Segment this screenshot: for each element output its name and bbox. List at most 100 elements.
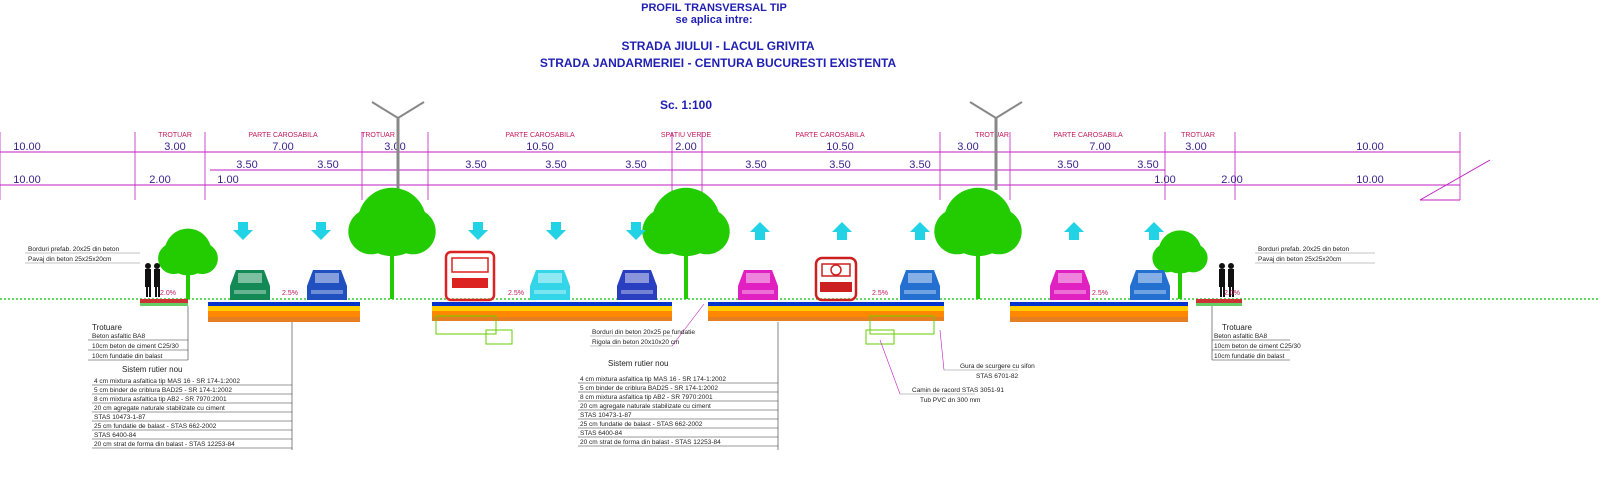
title-line-2: se aplica intre:	[675, 14, 752, 26]
segment-label-8: PARTE CAROSABILA	[1053, 132, 1123, 139]
side-note-left: Borduri prefab. 20x25 din beton Pavaj di…	[25, 246, 140, 264]
lane-arrow-down-2	[311, 222, 331, 240]
lane-arrow-up-10	[1144, 222, 1164, 240]
tree-left-big	[348, 187, 436, 299]
slope-label-2: 2.5%	[282, 290, 298, 297]
dim-row1-value-4: 3.00	[384, 141, 405, 153]
dim-row2-value-2: 3.50	[317, 159, 338, 171]
slope-label-1: 2.0%	[160, 290, 176, 297]
sistem-left-title: Sistem rutier nou	[122, 365, 182, 374]
direction-arrows	[233, 222, 1164, 240]
dim-row2-value-8: 3.50	[909, 159, 930, 171]
dim-row1-value-7: 10.50	[826, 141, 854, 153]
dim-row3-value-1: 10.00	[13, 174, 41, 186]
dim-row2-value-4: 3.50	[545, 159, 566, 171]
slope-label-6: 2.0%	[1224, 290, 1240, 297]
dim-row1-value-11: 10.00	[1356, 141, 1384, 153]
title-line-3: STRADA JIULUI - LACUL GRIVITA	[621, 39, 814, 53]
trotuare-right-row-2: 10cm beton de ciment C25/30	[1214, 343, 1301, 350]
dim-row3-value-6: 10.00	[1356, 174, 1384, 186]
side-note-right-mid-2: STAS 6701-82	[976, 373, 1019, 380]
sistem_center-row-2: 5 cm binder de criblura BAD25 - SR 174-1…	[580, 385, 718, 392]
vehicle-car-1	[230, 270, 270, 300]
segment-label-4: PARTE CAROSABILA	[505, 132, 575, 139]
scale-label: Sc. 1:100	[660, 98, 712, 112]
trotuare-left-block: Trotuare Beton asfaltic BA8 10cm beton d…	[88, 306, 189, 361]
dim-row1-value-1: 10.00	[13, 141, 41, 153]
vehicle-car-6	[738, 270, 778, 300]
sistem_center-row-3: 8 cm mixtura asfaltica tip AB2 - SR 7970…	[580, 394, 713, 401]
vehicle-car-8	[900, 270, 940, 300]
title-line-4: STRADA JANDARMERIEI - CENTURA BUCURESTI …	[540, 56, 897, 70]
vehicle-car-2	[307, 270, 347, 300]
trees	[158, 187, 1208, 299]
trotuare-right-row-1: Beton asfaltic BA8	[1214, 333, 1267, 340]
drainage-right	[865, 315, 935, 345]
sistem_center-row-8: 20 cm strat de forma din balast - STAS 1…	[580, 439, 721, 446]
vehicle-car-5	[617, 270, 657, 300]
sistem_left-row-8: 20 cm strat de forma din balast - STAS 1…	[94, 441, 235, 448]
side-note-center: Borduri din beton 20x25 pe fundatie Rigo…	[590, 303, 705, 347]
dim-row1-value-8: 3.00	[957, 141, 978, 153]
dimension-lines	[0, 132, 1491, 201]
vehicle-van-3	[444, 250, 496, 302]
dim-row3-value-4: 1.00	[1154, 174, 1175, 186]
side-note-center-1: Borduri din beton 20x25 pe fundatie	[592, 329, 695, 336]
dim-row2-value-10: 3.50	[1137, 159, 1158, 171]
dim-row2-value-1: 3.50	[236, 159, 257, 171]
pedestrians-right	[1219, 263, 1234, 297]
pavement-center-left	[432, 302, 672, 321]
dim-row1-value-5: 10.50	[526, 141, 554, 153]
lane-arrow-up-8	[910, 222, 930, 240]
lane-arrow-up-7	[832, 222, 852, 240]
dim-row2-value-3: 3.50	[465, 159, 486, 171]
dim-row3-value-2: 2.00	[149, 174, 170, 186]
sistem_left-row-3: 8 cm mixtura asfaltica tip AB2 - SR 7970…	[94, 396, 227, 403]
dim-row2-value-7: 3.50	[829, 159, 850, 171]
lane-arrow-up-6	[750, 222, 770, 240]
tree-left-small	[158, 228, 218, 299]
vehicles	[230, 250, 1170, 302]
sistem-center-title: Sistem rutier nou	[608, 359, 668, 368]
dim-row3-value-5: 2.00	[1221, 174, 1242, 186]
sistem_center-row-7: STAS 6400-84	[580, 430, 623, 437]
sistem_left-row-7: STAS 6400-84	[94, 432, 137, 439]
segment-labels: TROTUAR PARTE CAROSABILA TROTUAR PARTE CARO…	[158, 132, 1215, 139]
tree-right-big	[934, 187, 1022, 299]
dim-row1-value-10: 3.00	[1185, 141, 1206, 153]
side-note-right-mid-1: Gura de scurgere cu sifon	[960, 363, 1035, 370]
drainage-left	[435, 315, 513, 345]
dim-row1-value-3: 7.00	[272, 141, 293, 153]
slope-labels: 2.0%2.5%2.5%2.5%2.5%2.0%	[160, 290, 1240, 297]
street-lamp-right	[969, 101, 1023, 190]
side-note-left-1: Borduri prefab. 20x25 din beton	[28, 246, 119, 253]
slope-label-5: 2.5%	[1092, 290, 1108, 297]
pavement-left	[208, 302, 360, 322]
dim-row1-value-6: 2.00	[675, 141, 696, 153]
trotuare-left-row-1: Beton asfaltic BA8	[92, 333, 145, 340]
segment-label-3: TROTUAR	[361, 132, 395, 139]
lane-arrow-down-4	[546, 222, 566, 240]
segment-label-1: TROTUAR	[158, 132, 192, 139]
lane-arrow-down-1	[233, 222, 253, 240]
lane-arrow-up-9	[1064, 222, 1084, 240]
side-note-right-low-1: Camin de racord STAS 3051-91	[912, 387, 1004, 394]
trotuare-right-title: Trotuare	[1222, 323, 1252, 332]
trotuare-left-title: Trotuare	[92, 323, 122, 332]
vehicle-suv-7	[814, 256, 858, 302]
side-note-right-low-2: Tub PVC dn 300 mm	[920, 397, 980, 404]
side-note-right-1: Borduri prefab. 20x25 din beton	[1258, 246, 1349, 253]
segment-label-2: PARTE CAROSABILA	[248, 132, 318, 139]
vehicle-car-4	[530, 270, 570, 300]
sistem_center-row-6: 25 cm fundatie de balast - STAS 662-2002	[580, 421, 703, 428]
dim-row2-value-5: 3.50	[625, 159, 646, 171]
dim-row1-value-2: 3.00	[164, 141, 185, 153]
side-note-center-2: Rigola din beton 20x10x20 cm	[592, 339, 679, 346]
lane-arrow-down-3	[468, 222, 488, 240]
side-note-right-2: Pavaj din beton 25x25x20cm	[1258, 256, 1341, 263]
sistem_center-row-1: 4 cm mixtura asfaltica tip MAS 16 - SR 1…	[580, 376, 726, 383]
